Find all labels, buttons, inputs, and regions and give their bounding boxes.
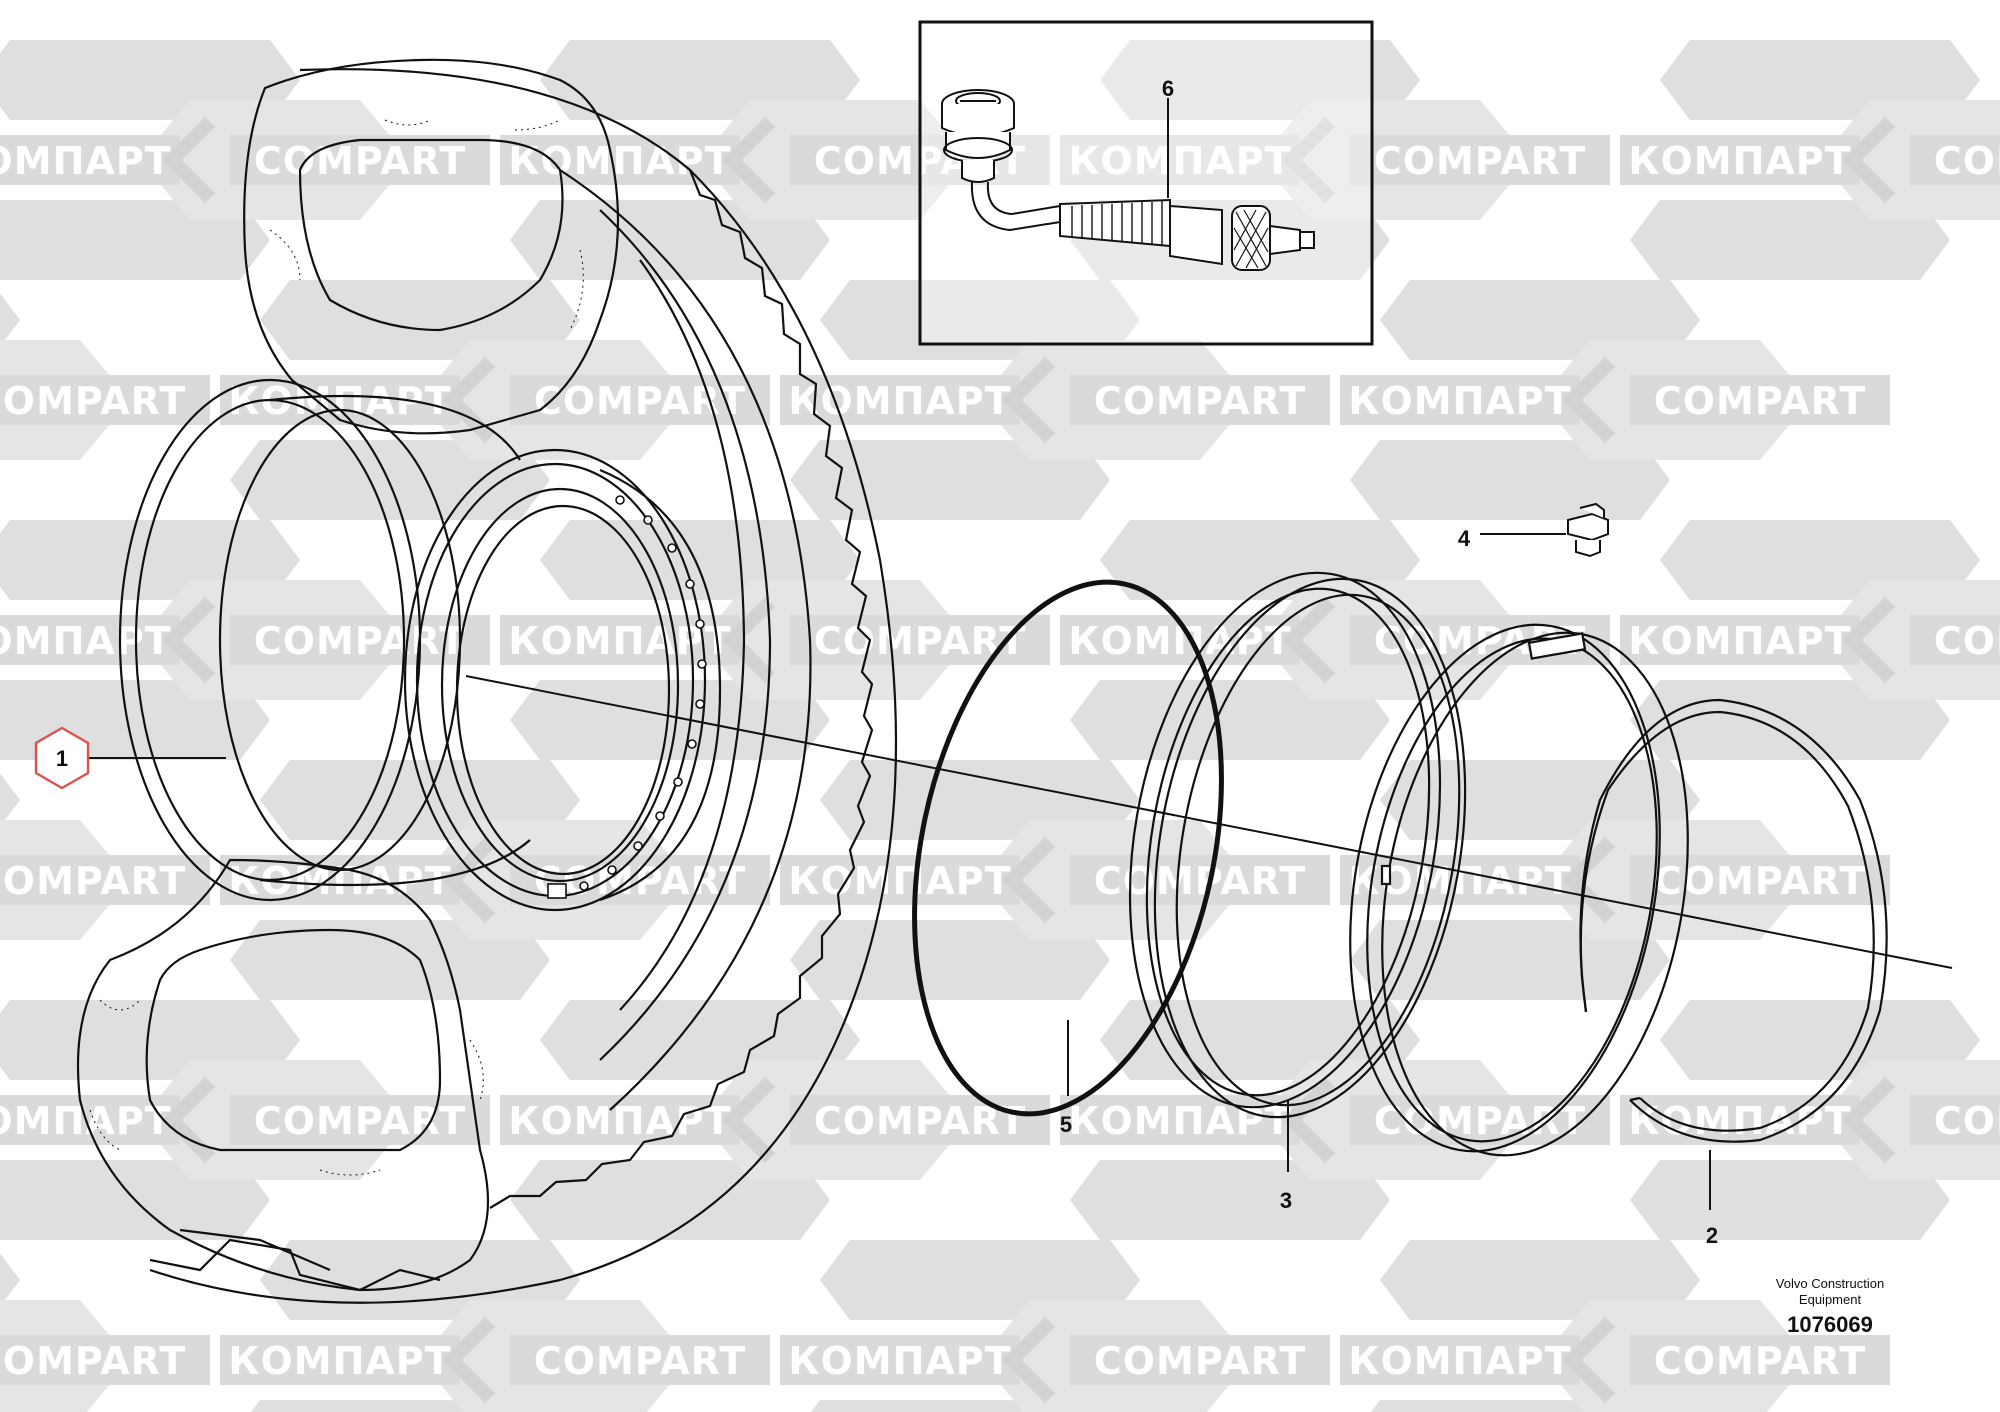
watermark-brand-latin: COMPART [1094,859,1306,903]
watermark-brand-cyrillic: КОМПАРТ [1348,379,1571,423]
watermark-brand-latin: COMPART [1934,619,2000,663]
valve-inset-box [918,20,1374,346]
watermark-brand-cyrillic: КОМПАРТ [1628,619,1851,663]
lock-key-part [1567,502,1609,558]
watermark-tile: КОМПАРТ COMPART [1340,280,1890,520]
watermark-tile: КОМПАРТ COMPART [1060,40,1610,280]
watermark-brand-latin: COMPART [0,1339,186,1383]
watermark-brand-latin: COMPART [1094,379,1306,423]
watermark-brand-cyrillic: КОМПАРТ [1628,1099,1851,1143]
lock-ring-part [1579,698,1888,1143]
watermark-brand-latin: COMPART [254,139,466,183]
callout-4-label[interactable]: 4 [1458,526,1471,551]
o-ring-part [912,579,1224,1117]
watermark-brand-latin: COMPART [254,619,466,663]
watermark-brand-cyrillic: КОМПАРТ [1628,139,1851,183]
watermark-brand-cyrillic: КОМПАРТ [0,139,172,183]
callout-1[interactable]: 1 [34,726,90,790]
watermark-brand-latin: COMPART [1094,1339,1306,1383]
callout-3-label[interactable]: 3 [1280,1188,1292,1213]
watermark-brand-latin: COMPART [1934,1099,2000,1143]
watermark-tile: КОМПАРТ COMPART [780,280,1330,520]
watermark-tile: КОМПАРТ COMPART [1620,40,2000,280]
watermark-brand-latin: COMPART [1374,139,1586,183]
watermark-tile: КОМПАРТ COMPART [780,1240,1330,1412]
watermark-brand-cyrillic: КОМПАРТ [1068,139,1291,183]
watermark-tile: КОМПАРТ COMPART [1620,1000,2000,1240]
watermark-brand-latin: COMPART [814,619,1026,663]
watermark-brand-latin: COMPART [0,379,186,423]
callout-1-label: 1 [56,746,68,771]
watermark-brand-cyrillic: КОМПАРТ [508,619,731,663]
watermark-brand-cyrillic: КОМПАРТ [788,1339,1011,1383]
valve-icon [941,89,1315,271]
watermark-brand-latin: COMPART [1374,1099,1586,1143]
watermark-tile: КОМПАРТ COMPART [220,1240,770,1412]
watermark-brand-cyrillic: КОМПАРТ [228,1339,451,1383]
callout-6-label[interactable]: 6 [1162,76,1174,101]
watermark-brand-cyrillic: КОМПАРТ [1068,1099,1291,1143]
watermark-brand-cyrillic: КОМПАРТ [508,1099,731,1143]
callout-5-label[interactable]: 5 [1060,1112,1072,1137]
watermark-tile: КОМПАРТ COMPART [0,520,490,760]
watermark-brand-latin: COMPART [1654,379,1866,423]
watermark-brand-cyrillic: КОМПАРТ [788,379,1011,423]
watermark-brand-latin: COMPART [254,1099,466,1143]
watermark-brand-cyrillic: КОМПАРТ [508,139,731,183]
watermark-brand-latin: COMPART [534,1339,746,1383]
tire-and-rim-assembly [76,58,898,1304]
document-number: 1076069 [1787,1312,1873,1337]
watermark-brand-latin: COMPART [1654,1339,1866,1383]
callout-2-label[interactable]: 2 [1706,1223,1718,1248]
bead-seat-ring-part [1128,571,1467,1119]
watermark-brand-latin: COMPART [0,859,186,903]
watermark-brand-cyrillic: КОМПАРТ [788,859,1011,903]
assembly-axis-line [465,675,1953,969]
credit-line-1: Volvo Construction [1776,1276,1884,1291]
watermark-brand-cyrillic: КОМПАРТ [0,619,172,663]
leader-lines [82,533,1711,1210]
watermark-tile: КОМПАРТ COMPART [1620,520,2000,760]
credit-line-2: Equipment [1799,1292,1862,1307]
watermark-tile: КОМПАРТ COMPART [0,40,490,280]
flange-ring-part [1349,623,1689,1157]
watermark-brand-latin: COMPART [1934,139,2000,183]
publisher-credit: Volvo Construction Equipment 1076069 [1776,1276,1884,1337]
watermark-tile: КОМПАРТ COMPART [1340,1240,1890,1412]
watermark-brand-latin: COMPART [1654,859,1866,903]
watermark-tile: КОМПАРТ COMPART [500,520,1050,760]
watermark-brand-cyrillic: КОМПАРТ [1348,1339,1571,1383]
